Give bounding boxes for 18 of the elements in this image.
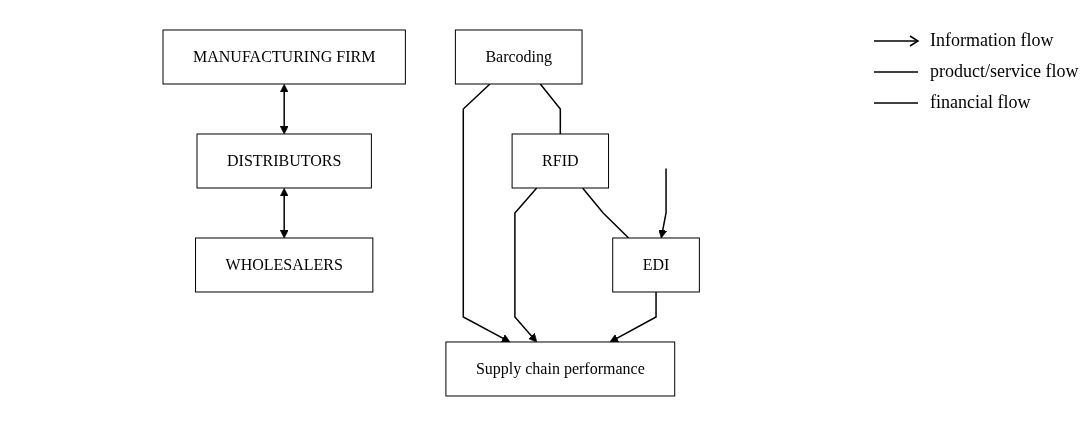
connector bbox=[581, 186, 630, 239]
arrow bbox=[609, 290, 657, 342]
node-box: DISTRIBUTORS bbox=[196, 133, 372, 188]
arrow bbox=[513, 186, 538, 342]
node-box: MANUFACTURING FIRM bbox=[162, 29, 406, 84]
node-box: Barcoding bbox=[454, 29, 583, 84]
node-box: RFID bbox=[511, 133, 609, 188]
legend-text: product/service flow bbox=[930, 61, 1079, 82]
node-box: Supply chain performance bbox=[445, 341, 676, 396]
arrow bbox=[279, 83, 289, 134]
arrow bbox=[658, 167, 667, 238]
arrow bbox=[462, 82, 511, 342]
node-box: WHOLESALERS bbox=[194, 237, 374, 292]
legend-text: Information flow bbox=[930, 30, 1054, 51]
arrow bbox=[279, 187, 289, 238]
node-box: EDI bbox=[612, 237, 700, 292]
legend-text: financial flow bbox=[930, 92, 1031, 113]
connector bbox=[539, 82, 561, 135]
